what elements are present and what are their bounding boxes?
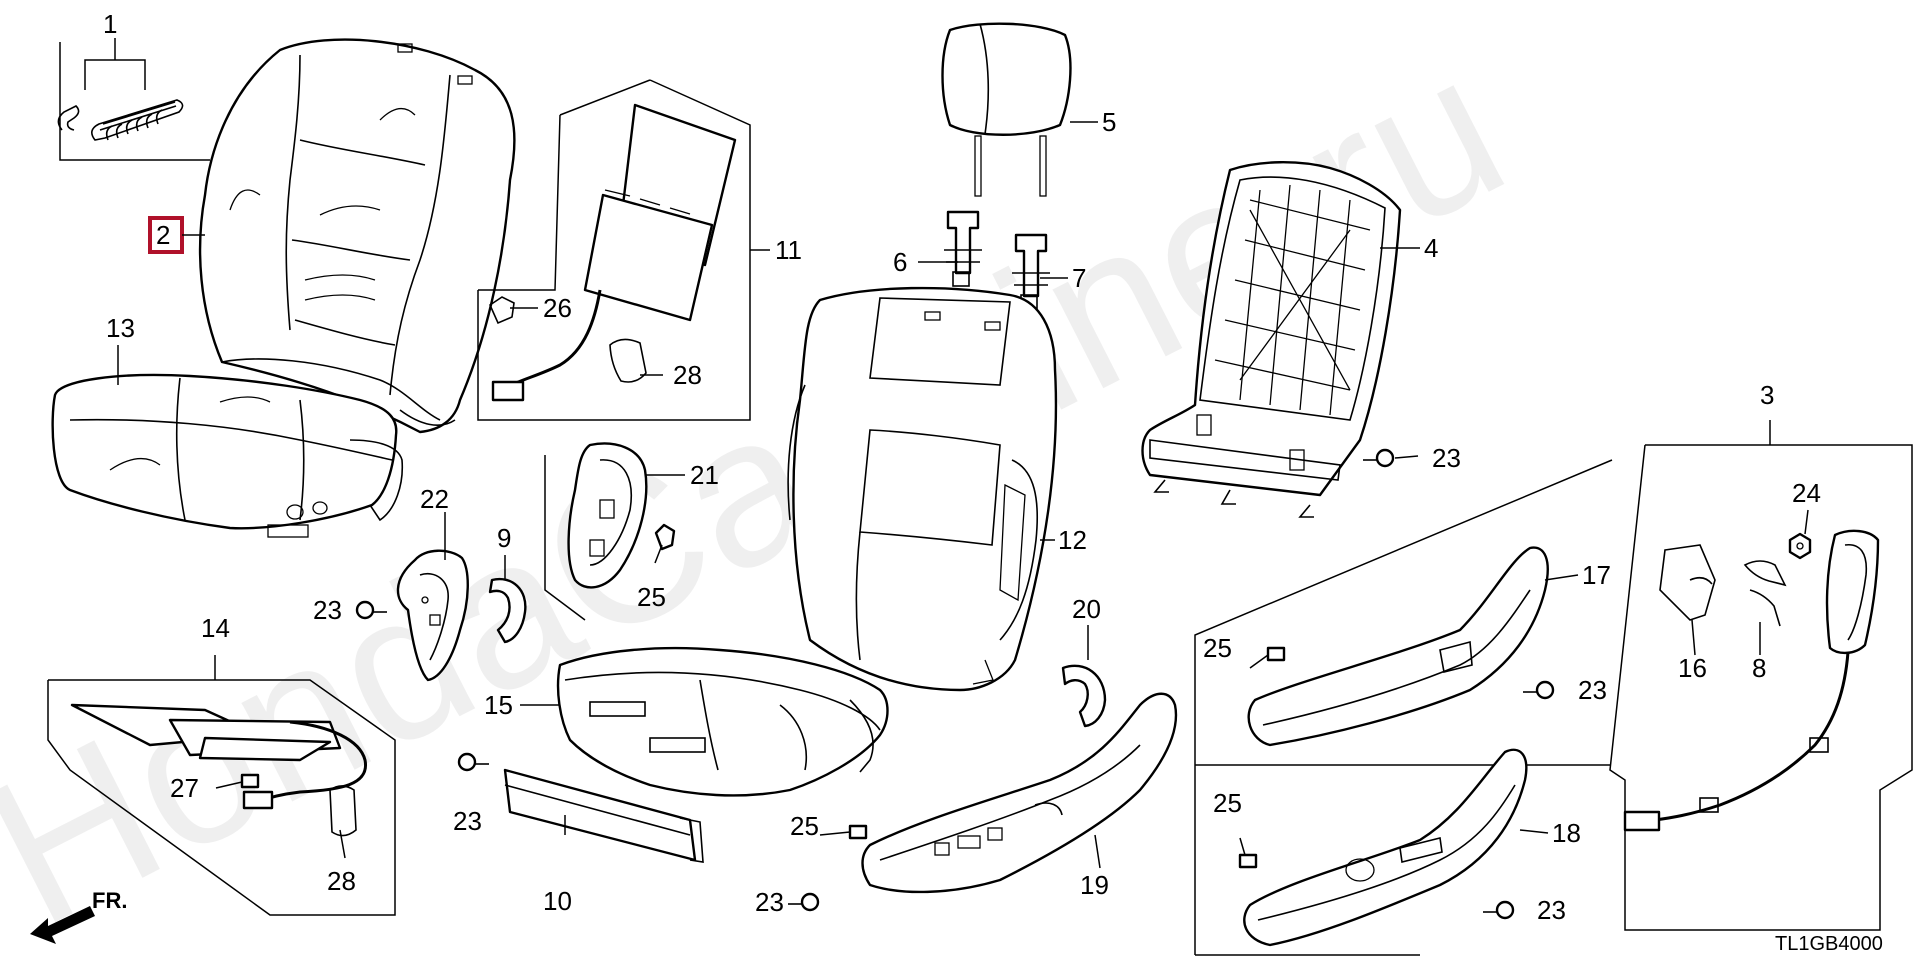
callout-25d[interactable]: 25: [1213, 788, 1242, 818]
part-18-outer-lower-trim[interactable]: [1243, 748, 1528, 947]
leader-lines: [117, 121, 1809, 869]
callout-17[interactable]: 17: [1582, 560, 1611, 590]
frame-17-18: [1194, 459, 1613, 955]
callout-labels: 1 2 3 4 5 6 7 8 9 10 11 12 13 14 15 16 1…: [103, 9, 1821, 925]
part-13-cushion-cover[interactable]: [51, 373, 404, 538]
part-2-seat-back-cover[interactable]: [198, 38, 516, 434]
callout-16[interactable]: 16: [1678, 653, 1707, 683]
part-20-retainer[interactable]: [1061, 664, 1107, 728]
callout-14[interactable]: 14: [201, 613, 230, 643]
fastener-25-clips[interactable]: [240, 646, 1286, 869]
part-8-bracket-clip[interactable]: [1743, 560, 1787, 627]
callout-1[interactable]: 1: [103, 9, 117, 39]
callout-23f[interactable]: 23: [1537, 895, 1566, 925]
callout-22[interactable]: 22: [420, 484, 449, 514]
callout-27[interactable]: 27: [170, 773, 199, 803]
part-5-headrest[interactable]: [941, 22, 1072, 197]
part-6-headrest-guide[interactable]: [944, 210, 982, 287]
callout-3[interactable]: 3: [1760, 380, 1774, 410]
arrow-left-icon: [30, 906, 95, 944]
callout-2[interactable]: 2: [156, 220, 170, 250]
part-9-trim-clip[interactable]: [488, 577, 527, 644]
callout-15[interactable]: 15: [484, 690, 513, 720]
part-12-seat-back-pad[interactable]: [787, 286, 1058, 692]
part-24-nut[interactable]: [1788, 532, 1812, 560]
callout-23b[interactable]: 23: [313, 595, 342, 625]
part-22-side-bracket[interactable]: [396, 549, 469, 682]
callout-25b[interactable]: 25: [790, 811, 819, 841]
part-11-seat-heater-back[interactable]: [477, 79, 751, 421]
fastener-23-screws[interactable]: [355, 448, 1555, 920]
part-21-trim-cover[interactable]: [544, 442, 648, 621]
callout-19[interactable]: 19: [1080, 870, 1109, 900]
callout-23a[interactable]: 23: [1432, 443, 1461, 473]
part-1-hog-rings[interactable]: [57, 38, 210, 161]
callout-9[interactable]: 9: [497, 523, 511, 553]
part-19-outer-side-trim[interactable]: [861, 692, 1178, 894]
callout-18[interactable]: 18: [1552, 818, 1581, 848]
callout-28a[interactable]: 28: [673, 360, 702, 390]
callout-7[interactable]: 7: [1072, 263, 1086, 293]
callout-23d[interactable]: 23: [755, 887, 784, 917]
callout-23e[interactable]: 23: [1578, 675, 1607, 705]
callout-25c[interactable]: 25: [1203, 633, 1232, 663]
callout-12[interactable]: 12: [1058, 525, 1087, 555]
direction-label: FR.: [92, 888, 127, 913]
callout-21[interactable]: 21: [690, 460, 719, 490]
part-16-wire-clip[interactable]: [1659, 544, 1716, 621]
callout-26[interactable]: 26: [543, 293, 572, 323]
callout-11[interactable]: 11: [775, 235, 802, 265]
part-10-front-trim[interactable]: [503, 768, 704, 863]
callout-5[interactable]: 5: [1102, 107, 1116, 137]
part-17-inner-side-trim[interactable]: [1247, 546, 1549, 747]
diagram-code: TL1GB4000: [1775, 933, 1883, 955]
callout-25a[interactable]: 25: [637, 582, 666, 612]
front-direction-indicator: FR.: [30, 888, 127, 944]
callout-20[interactable]: 20: [1072, 594, 1101, 624]
part-14-seat-heater-cushion[interactable]: [47, 655, 396, 916]
callout-28b[interactable]: 28: [327, 866, 356, 896]
callout-10[interactable]: 10: [543, 886, 572, 916]
callout-13[interactable]: 13: [106, 313, 135, 343]
callout-24[interactable]: 24: [1792, 478, 1821, 508]
callout-23c[interactable]: 23: [453, 806, 482, 836]
part-4-seat-back-frame[interactable]: [1141, 161, 1402, 518]
part-15-cushion-pad[interactable]: [556, 646, 889, 797]
callout-6[interactable]: 6: [893, 247, 907, 277]
callout-8[interactable]: 8: [1752, 653, 1766, 683]
part-3-side-airbag[interactable]: [1609, 420, 1913, 931]
callout-4[interactable]: 4: [1424, 233, 1438, 263]
